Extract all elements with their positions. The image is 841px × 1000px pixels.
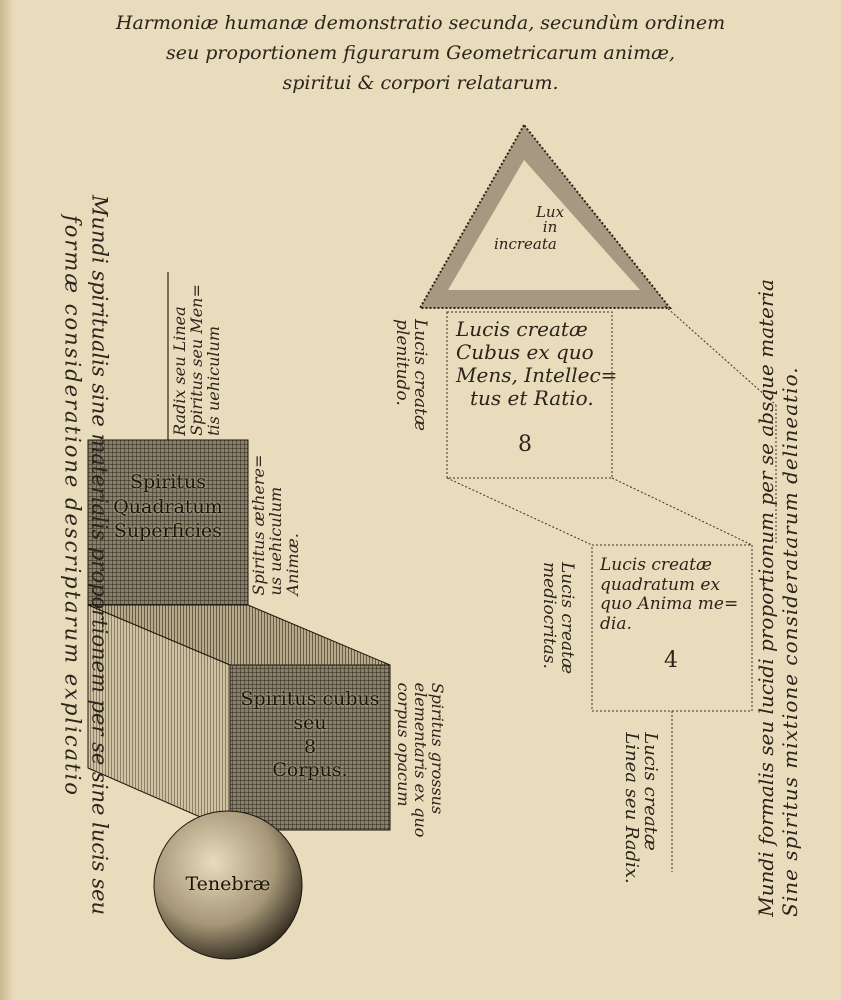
text-line: Linea seu Radix. [621, 732, 642, 884]
text-line: elementaris ex quo [411, 682, 431, 838]
text-line: Mundi spiritualis sine materialis propor… [87, 194, 112, 916]
text-line: Cubus ex quo [456, 340, 594, 364]
text-line: Mundi formalis seu lucidi proportionum p… [754, 279, 778, 917]
right-margin-caption: Mundi formalis seu lucidi proportionum p… [754, 279, 802, 917]
spirit-square-side-label: Spiritus æthere= us uehiculum Animæ. [249, 455, 302, 596]
page-edge [0, 0, 14, 1000]
text-line: Lucis creatæ [556, 562, 577, 674]
sphere-label: Tenebræ [185, 873, 271, 895]
triangle-line-2: in [542, 218, 558, 236]
light-cube-number: 8 [518, 432, 532, 457]
text-line: Spiritus [129, 471, 207, 493]
text-line: quadratum ex [600, 574, 721, 595]
text-line: corpus opacum [394, 682, 414, 807]
text-line: Animæ. [282, 533, 302, 596]
light-square-text: Lucis creatæ quadratum ex quo Anima me= … [600, 555, 739, 634]
title-line-2: seu proportionem figurarum Geometricarum… [165, 42, 675, 64]
text-line: Lucis creatæ [409, 319, 430, 431]
darkness-sphere [153, 810, 303, 960]
light-line-label: Lucis creatæ Linea seu Radix. [621, 732, 661, 884]
light-square-outline [591, 544, 753, 872]
text-line: Corpus. [272, 759, 348, 782]
text-line: Lucis creatæ [456, 317, 588, 341]
text-line: Lucis creatæ [600, 555, 712, 575]
text-line: 8 [303, 735, 317, 758]
spirit-square-text: Spiritus Quadratum Superficies [88, 470, 248, 544]
text-line: plenitudo. [392, 319, 412, 406]
spirit-line-label: Radix seu Linea Spiritus seu Men= tis ue… [170, 284, 223, 436]
spirit-cube-side-label: Spiritus grossus elementaris ex quo corp… [394, 682, 448, 838]
text-line: quo Anima me= [600, 594, 739, 615]
text-line: Quadratum [113, 495, 223, 518]
spirit-cube-front [229, 664, 391, 831]
text-line: Mens, Intellec= [456, 363, 618, 387]
light-cube-outline [446, 305, 777, 546]
triangle-line-1: Lux [535, 203, 565, 221]
text-line: Spiritus cubus [240, 688, 380, 710]
text-line: tis uehiculum [203, 325, 223, 436]
text-line: Sine spiritus mixtione consideratarum de… [778, 366, 802, 917]
spirit-cube-text: Spiritus cubus seu 8 Corpus. [230, 688, 390, 783]
triangle-shape [418, 123, 673, 309]
light-cube-side-label: Lucis creatæ plenitudo. [392, 319, 430, 431]
text-line: tus et Ratio. [470, 386, 594, 410]
text-line: mediocritas. [539, 562, 559, 669]
title-line-3: spiritui & corpori relatarum. [282, 72, 559, 94]
light-cube-text: Lucis creatæ Cubus ex quo Mens, Intellec… [456, 318, 617, 410]
triangle-line-3: increata [494, 235, 557, 253]
text-line: formæ consideratione descriptarum explic… [60, 214, 84, 797]
text-line: Spiritus grossus [428, 682, 448, 815]
triangle-label: Lux in [520, 205, 580, 235]
text-line: Superficies [113, 520, 223, 543]
light-square-side-label: Lucis creatæ mediocritas. [539, 562, 577, 674]
left-margin-caption: Mundi spiritualis sine materialis propor… [58, 195, 113, 915]
text-line: Lucis creatæ [639, 732, 661, 851]
light-square-number: 4 [664, 648, 678, 673]
spirit-square-shape [87, 439, 249, 606]
title-line-1: Harmoniæ humanæ demonstratio secunda, se… [115, 12, 726, 34]
text-line: seu [293, 711, 327, 734]
text-line: dia. [600, 613, 632, 634]
